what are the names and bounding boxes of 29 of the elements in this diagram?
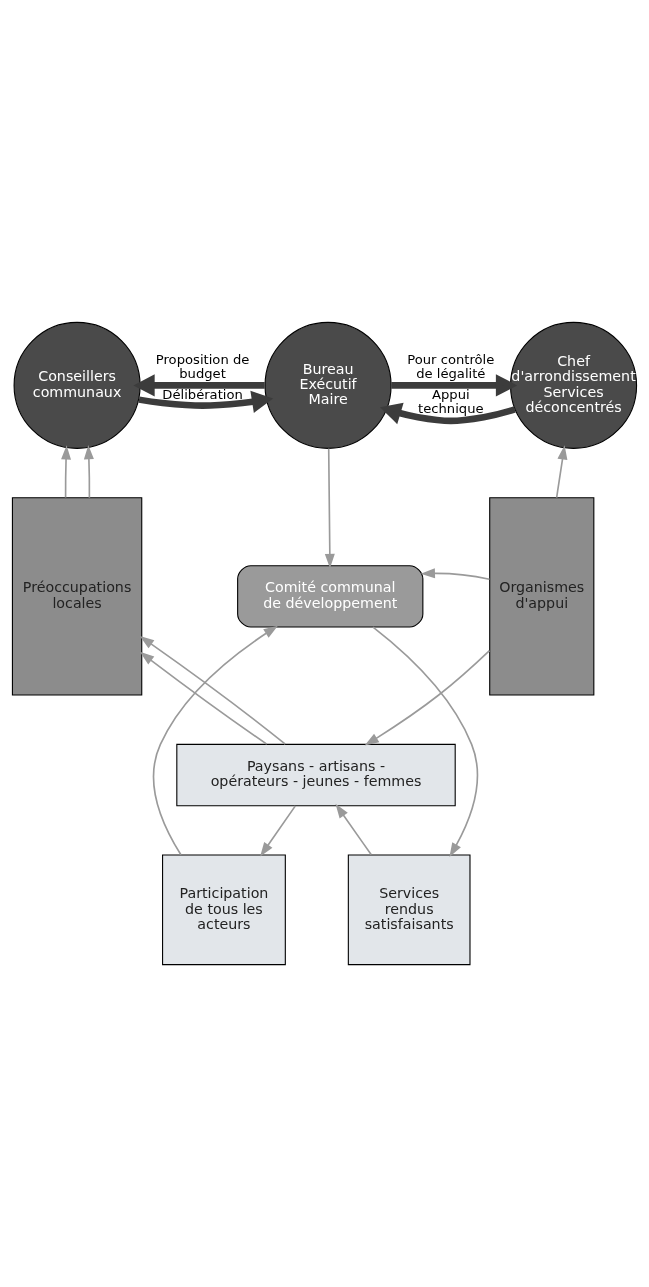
arrow xyxy=(83,444,94,499)
arrow xyxy=(61,445,72,499)
edge-label: Délibération xyxy=(162,387,243,403)
edge-label: Proposition de budget xyxy=(155,352,250,382)
arrow xyxy=(152,625,278,856)
node-box: Paysans - artisans - opérateurs - jeunes - femmes xyxy=(176,743,456,807)
arrow xyxy=(420,568,491,581)
arrow xyxy=(379,402,516,425)
arrow xyxy=(324,447,335,569)
arrow xyxy=(391,374,518,397)
node-box: Participation de tous les acteurs xyxy=(162,854,286,966)
edge-label: Appui technique xyxy=(418,387,484,417)
arrow xyxy=(555,445,568,499)
node-circle: Conseillers communaux xyxy=(13,321,141,449)
node-box: Comité communal de développement xyxy=(237,565,424,628)
node-circle: Bureau Exécutif Maire xyxy=(264,321,392,449)
node-box: Préoccupations locales xyxy=(11,497,143,696)
arrow xyxy=(139,636,287,746)
arrow xyxy=(335,803,372,856)
arrow xyxy=(138,390,274,413)
node-circle: Chef d'arrondissement Services déconcentrés xyxy=(510,321,638,449)
arrow xyxy=(139,651,268,745)
edge-label: Pour contrôle de légalité xyxy=(407,352,495,382)
arrow xyxy=(364,649,491,746)
arrow xyxy=(133,374,265,397)
node-box: Organismes d'appui xyxy=(489,497,595,696)
arrow xyxy=(260,805,297,857)
arrow xyxy=(372,626,479,857)
node-box: Services rendus satisfaisants xyxy=(347,854,471,966)
